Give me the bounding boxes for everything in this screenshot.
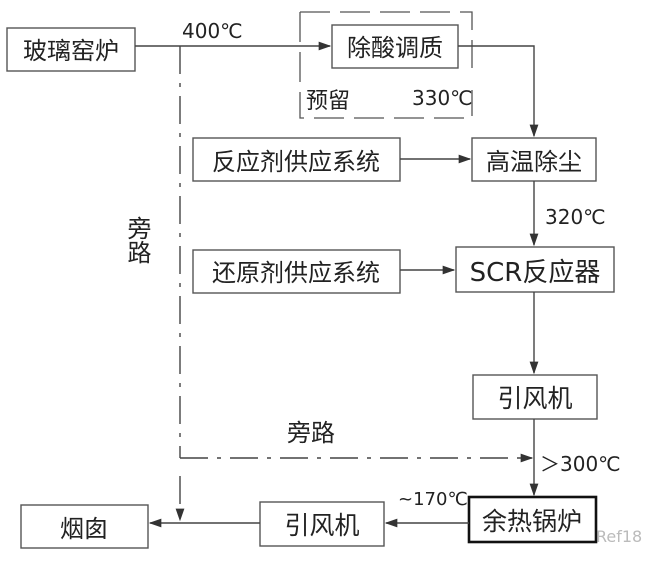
hot-dust-box	[471, 137, 597, 182]
temp-170-label: ~170℃	[398, 489, 468, 510]
chimney-label: 烟囱	[60, 515, 108, 543]
fan-bottom-box	[259, 501, 385, 547]
flow-deacid-to-dust	[458, 45, 539, 138]
bypass-vertical-label: 旁路	[123, 216, 151, 264]
chimney-box	[20, 504, 149, 549]
watermark: Ref18	[596, 527, 642, 546]
reagent-supply-label: 反应剂供应系统	[212, 148, 380, 176]
reductant-supply-label: 还原剂供应系统	[212, 259, 380, 287]
scr-reactor-label: SCR反应器	[470, 258, 601, 288]
reserved-frame	[300, 11, 473, 68]
scr-reactor-box	[455, 246, 615, 293]
reductant-supply-box	[192, 249, 401, 294]
reserved-label: 预留	[306, 89, 350, 114]
deacid-label: 除酸调质	[347, 34, 443, 62]
bypass-horizontal-label: 旁路	[287, 419, 335, 447]
temp-320-label: 320℃	[545, 205, 606, 229]
boiler-box	[467, 495, 598, 544]
fan-top-label: 引风机	[497, 384, 572, 413]
temp-300-label: ＞300℃	[540, 452, 621, 476]
fan-top-box	[472, 374, 598, 420]
glass-kiln-label: 玻璃窑炉	[23, 37, 119, 65]
reserved-frame-bottom	[299, 12, 473, 119]
hot-dust-label: 高温除尘	[486, 148, 582, 176]
boiler-label: 余热锅炉	[482, 507, 582, 536]
temp-330-label: 330℃	[412, 86, 473, 110]
fan-bottom-label: 引风机	[284, 511, 359, 540]
temp-400-label: 400℃	[182, 19, 243, 43]
deacid-box	[331, 24, 459, 69]
glass-kiln-box	[6, 27, 136, 72]
